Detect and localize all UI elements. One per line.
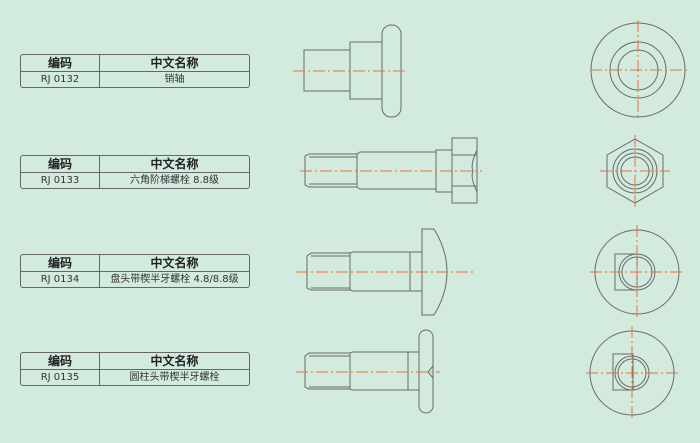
code-header: 编码 — [21, 353, 100, 369]
name-header: 中文名称 — [150, 157, 199, 171]
part-code: RJ 0135 — [21, 370, 100, 386]
part-name: 六角阶梯螺栓 8.8级 — [129, 175, 220, 186]
part-name: 圆柱头带楔半牙螺栓 — [129, 372, 220, 383]
code-header: 编码 — [21, 255, 100, 271]
part-code: RJ 0132 — [21, 72, 100, 88]
name-header: 中文名称 — [150, 56, 199, 70]
centerlines — [293, 20, 688, 420]
part-code: RJ 0133 — [21, 173, 100, 189]
code-header: 编码 — [21, 55, 100, 71]
name-header: 中文名称 — [150, 256, 199, 270]
part-name: 盘头带楔半牙螺栓 4.8/8.8级 — [110, 274, 239, 285]
part-table-rj0132: 编码 中文名称 RJ 0132 销轴 — [20, 54, 250, 88]
part-name: 销轴 — [164, 74, 185, 85]
part-table-rj0134: 编码 中文名称 RJ 0134 盘头带楔半牙螺栓 4.8/8.8级 — [20, 254, 250, 288]
part-table-rj0133: 编码 中文名称 RJ 0133 六角阶梯螺栓 8.8级 — [20, 155, 250, 189]
name-header: 中文名称 — [150, 354, 199, 368]
part-code: RJ 0134 — [21, 272, 100, 288]
part-table-rj0135: 编码 中文名称 RJ 0135 圆柱头带楔半牙螺栓 — [20, 352, 250, 386]
code-header: 编码 — [21, 156, 100, 172]
